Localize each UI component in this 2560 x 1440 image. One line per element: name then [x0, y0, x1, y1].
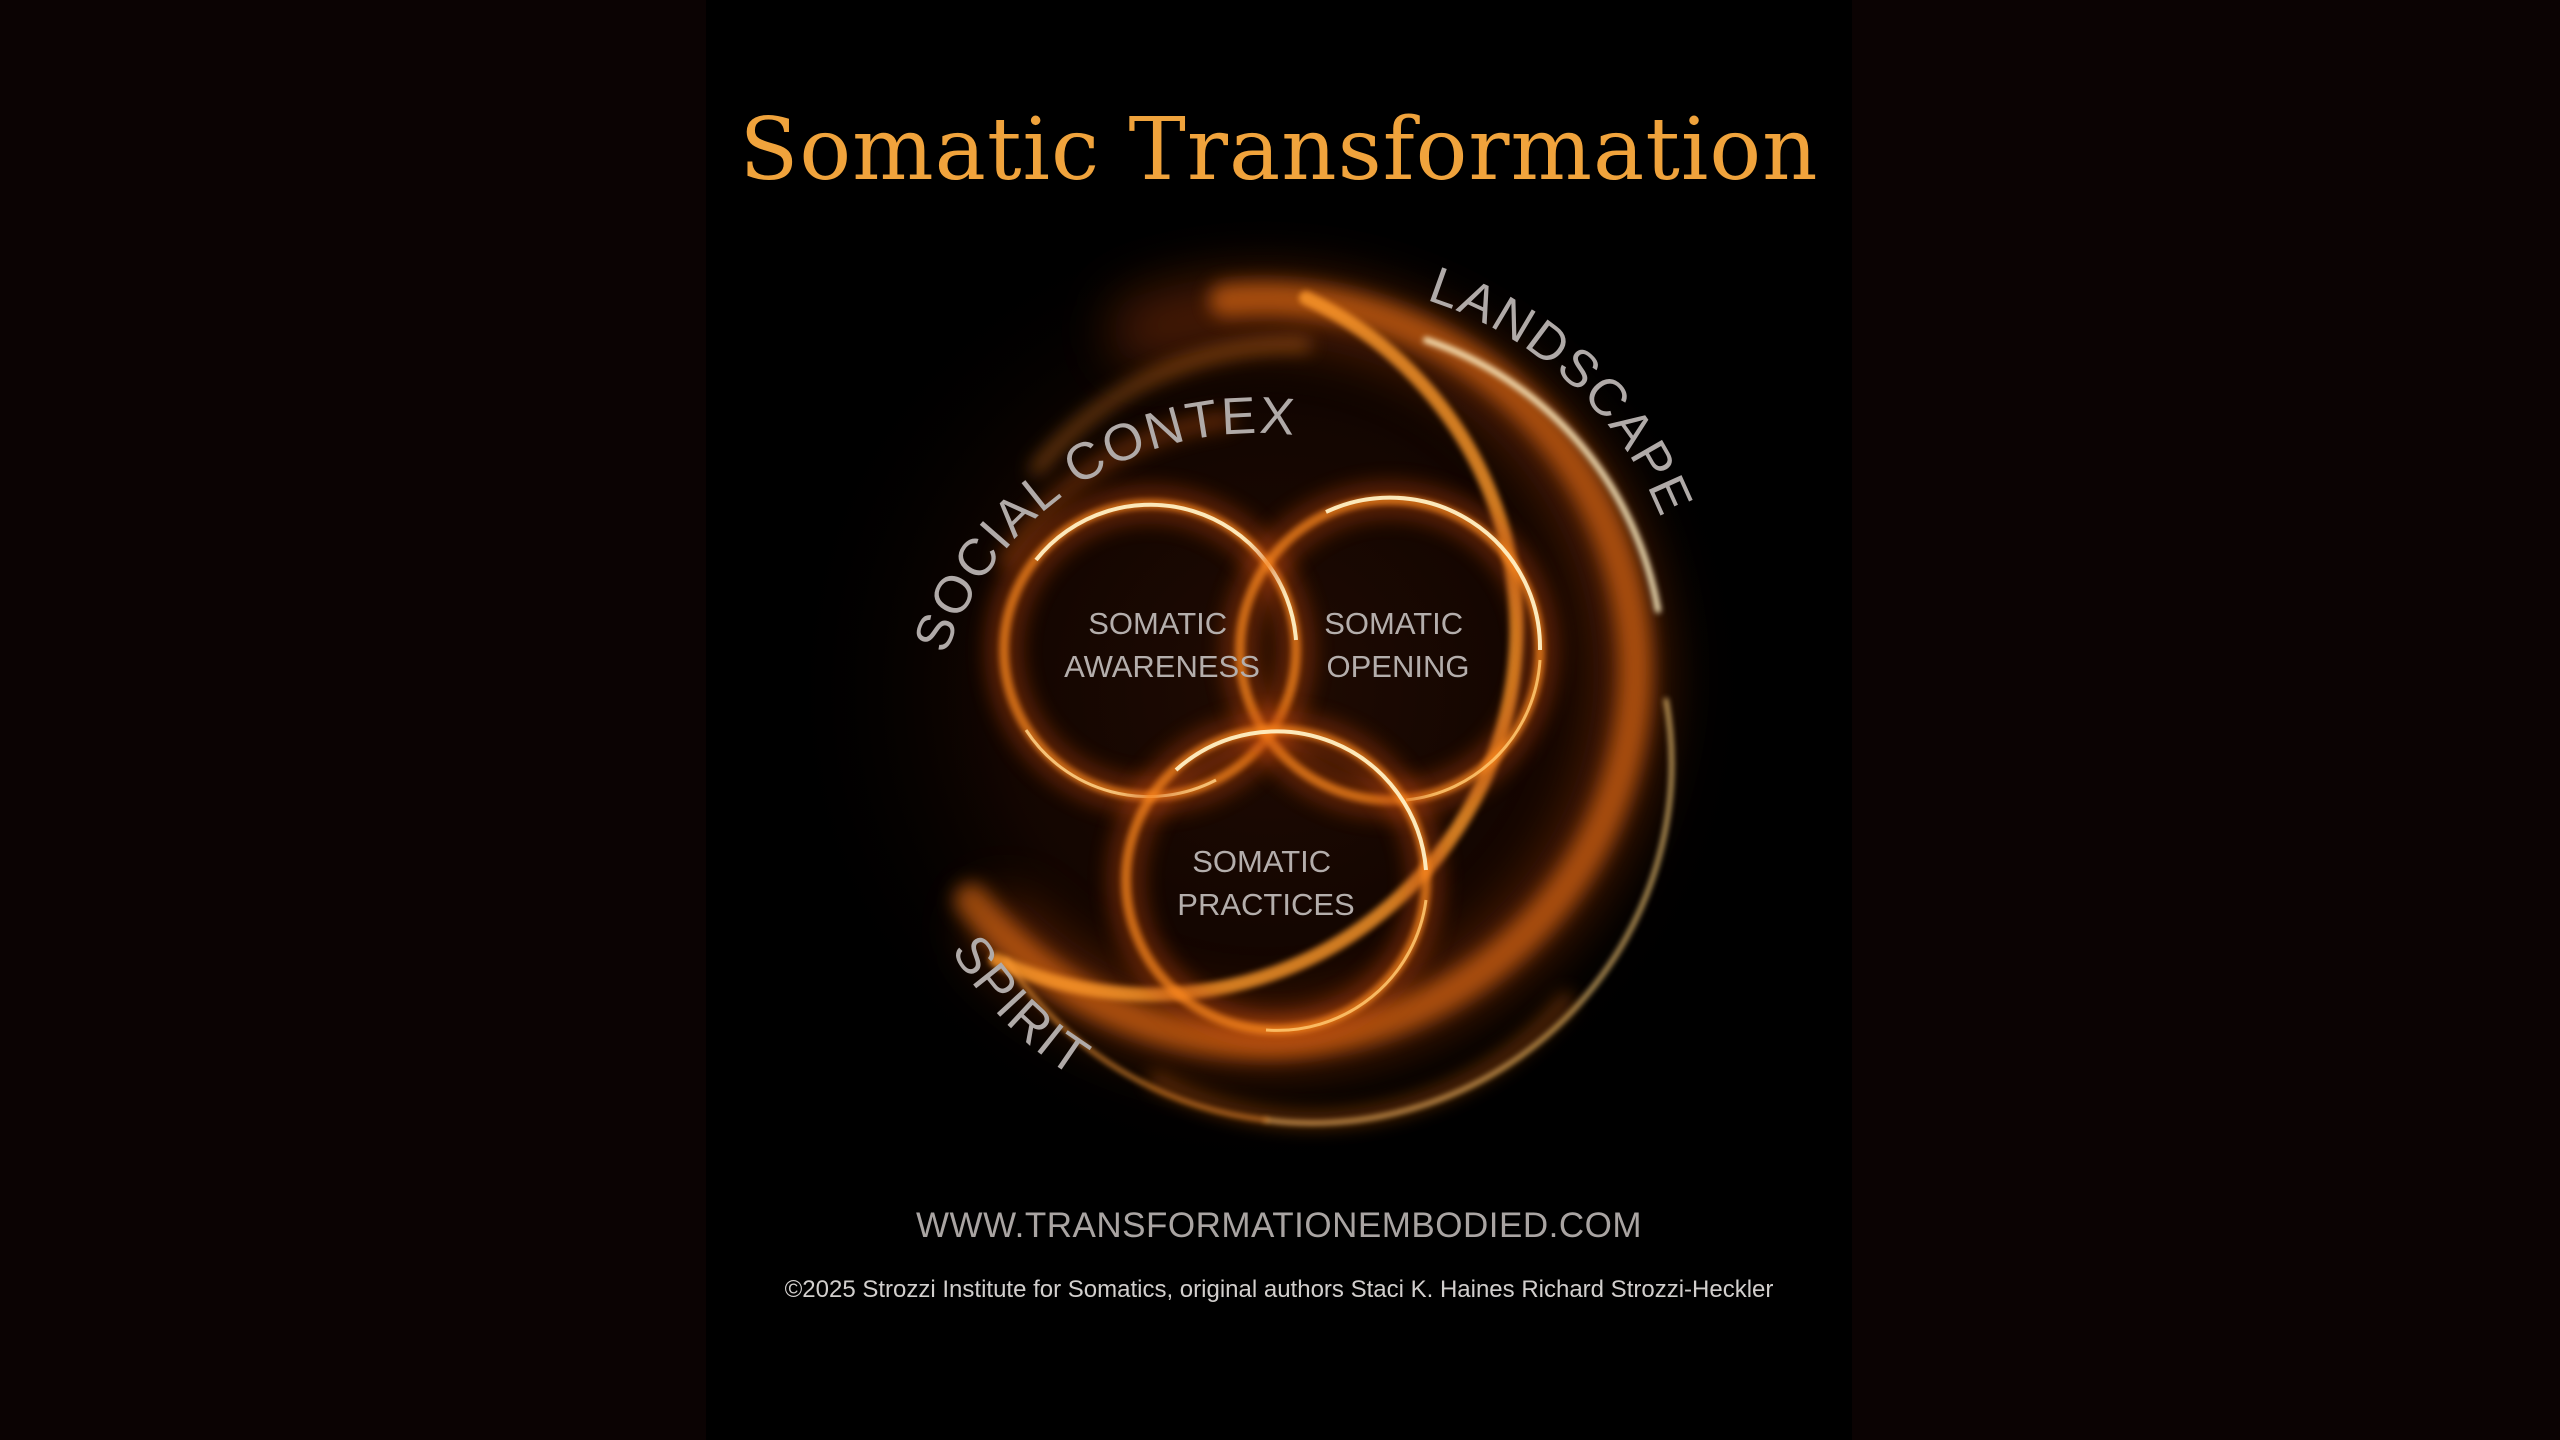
left-margin — [0, 0, 706, 1440]
website-url: WWW.TRANSFORMATIONEMBODIED.COM — [916, 1206, 1642, 1245]
somatic-opening-label: SOMATIC OPENING — [1324, 606, 1472, 684]
awareness-line-2: AWARENESS — [1064, 649, 1260, 684]
poster-panel: Somatic Transformation — [706, 0, 1852, 1440]
somatic-rings-diagram: LANDSCAPE SOCIAL CONTEXT SPIRIT SOMATIC … — [706, 0, 1772, 1190]
somatic-awareness-label: SOMATIC AWARENESS — [1064, 606, 1260, 684]
right-margin — [1852, 0, 2560, 1440]
poster-title: Somatic Transformation — [739, 100, 1819, 200]
practices-line-2: PRACTICES — [1177, 887, 1354, 922]
somatic-practices-label: SOMATIC PRACTICES — [1177, 844, 1354, 922]
copyright-notice: ©2025 Strozzi Institute for Somatics, or… — [784, 1276, 1774, 1303]
somatic-practices-ring — [1106, 710, 1446, 1050]
opening-line-1: SOMATIC — [1324, 606, 1463, 641]
practices-line-1: SOMATIC — [1192, 844, 1331, 879]
awareness-line-1: SOMATIC — [1088, 606, 1227, 641]
opening-line-2: OPENING — [1327, 649, 1470, 684]
